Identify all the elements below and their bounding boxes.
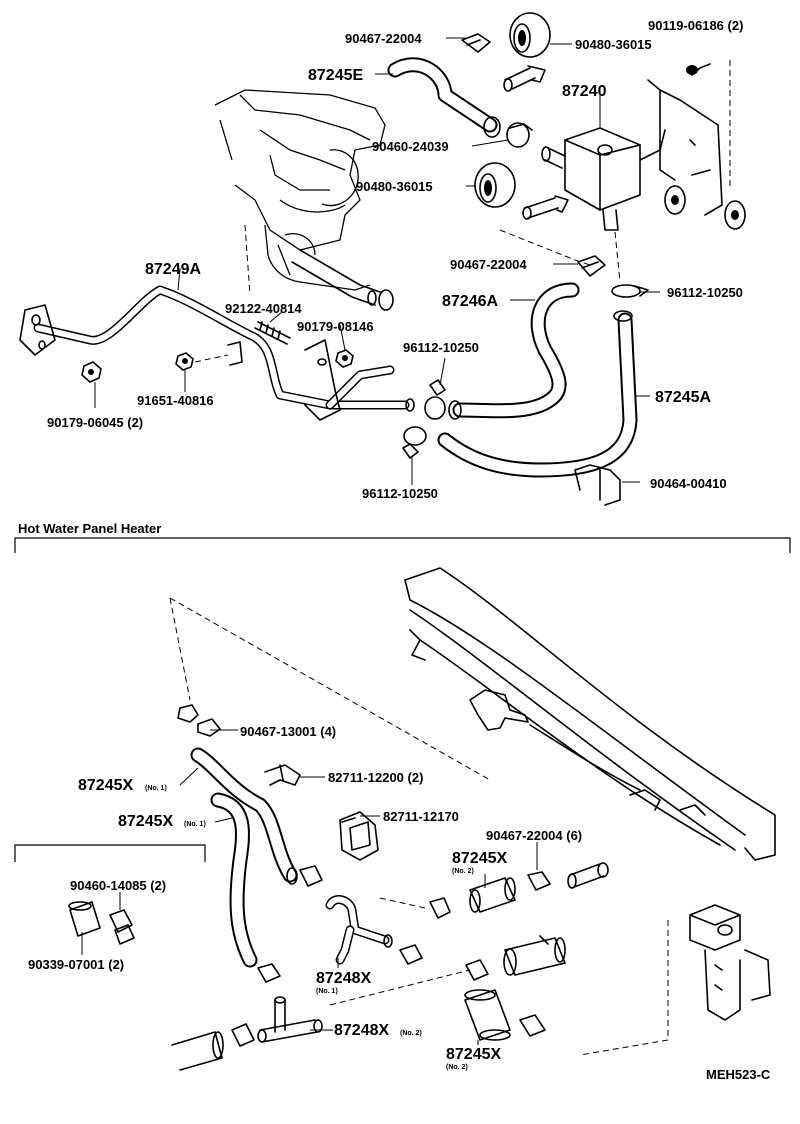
clamp-96112-10250-bottom: [402, 426, 427, 459]
hose-87246A: [448, 282, 580, 420]
bolt-90119-06186: [686, 63, 711, 76]
label-90179-08146: 90179-08146: [297, 319, 374, 334]
section-bracket-left: [14, 844, 206, 862]
heater-core: [689, 904, 771, 1021]
connector-stub-upper: [567, 862, 609, 889]
clamp-lower-right: [519, 1014, 546, 1037]
label-96112-10250-bottom: 96112-10250: [362, 486, 438, 501]
pipe-87248X-no1: [325, 895, 393, 965]
clip-82711-12200: [264, 764, 301, 786]
engine-outlet-fitting: [291, 249, 394, 311]
label-87248X-no1: 87248X: [316, 970, 371, 987]
label-90119-06186: 90119-06186 (2): [648, 18, 743, 33]
label-87245X-no1-a: 87245X: [78, 777, 133, 794]
label-87240: 87240: [562, 83, 607, 100]
clamp-lower-left: [231, 1023, 255, 1047]
label-87245A: 87245A: [655, 389, 711, 406]
pipe-87249A: [19, 285, 415, 421]
hose-87245X-no2-upper: [469, 877, 516, 913]
pipe-stub-mid: [522, 195, 569, 220]
label-87248X-no2-sub: (No. 2): [400, 1030, 422, 1037]
hose-87245X-no2-lower: [464, 989, 511, 1041]
label-90467-13001: 90467-13001 (4): [240, 724, 336, 739]
clamp-90460-24039: [506, 122, 533, 148]
label-96112-10250-right: 96112-10250: [667, 285, 743, 300]
clamp-90467-22004-top: [461, 33, 491, 53]
label-87245X-no1-b: 87245X: [118, 813, 173, 830]
label-90179-06045: 90179-06045 (2): [47, 415, 143, 430]
label-87248X-no2: 87248X: [334, 1022, 389, 1039]
label-96112-10250-mid: 96112-10250: [403, 340, 479, 355]
label-87245E: 87245E: [308, 67, 363, 84]
label-82711-12170: 82711-12170: [383, 809, 459, 824]
label-90467-22004-mid: 90467-22004: [450, 257, 527, 272]
tube-90339-07001: [68, 901, 101, 937]
grommet-90480-36015-top: [509, 12, 551, 58]
clamp-90467-22004-mid: [577, 255, 606, 277]
label-90460-24039: 90460-24039: [372, 139, 449, 154]
label-87245X-no2-b: 87245X: [446, 1046, 501, 1063]
clamp-hose-ends-bottom: [257, 865, 323, 983]
hose-87245E: [387, 57, 501, 138]
label-92122-40814: 92122-40814: [225, 301, 302, 316]
leader-lines-top: [94, 37, 660, 485]
hose-87245A: [437, 310, 638, 478]
clamp-87248X-side: [399, 944, 423, 965]
clamp-96112-10250-right: [611, 284, 649, 298]
valve-87240: [541, 127, 666, 231]
hose-87245X-no1: [190, 747, 298, 968]
clamp-96112-10250-mid: [424, 379, 446, 420]
label-87245X-no2-a: 87245X: [452, 850, 507, 867]
grommet-90480-36015-mid: [474, 162, 516, 208]
label-90467-22004-6: 90467-22004 (6): [486, 828, 582, 843]
bolt-91651-40816: [175, 352, 194, 371]
label-91651-40816: 91651-40816: [137, 393, 214, 408]
clip-90464-00410: [574, 464, 621, 506]
section-bracket-main: [14, 537, 791, 553]
valve-bracket: [647, 79, 746, 230]
clamp-90467-22004-bottom: [429, 871, 551, 919]
engine-block-outline: [214, 89, 386, 296]
label-87245X-no2-a-sub: (No. 2): [452, 868, 474, 875]
label-87245X-no1-a-sub: (No. 1): [145, 785, 167, 792]
clamp-lower-mid: [465, 959, 489, 981]
label-87245X-no1-b-sub: (No. 1): [184, 821, 206, 828]
hose-87245X-large: [503, 935, 566, 976]
nut-90179-08146: [335, 349, 354, 368]
nut-90179-06045: [81, 361, 102, 383]
label-90460-14085: 90460-14085 (2): [70, 878, 166, 893]
part-labels: 90467-22004 90480-36015 90119-06186 (2) …: [18, 18, 771, 1082]
section-title: Hot Water Panel Heater: [18, 521, 161, 536]
label-82711-12200: 82711-12200 (2): [328, 770, 423, 785]
leader-lines-bottom: [81, 729, 538, 1045]
fastener-90460-14085: [109, 909, 135, 945]
hose-end-left: [171, 1031, 224, 1071]
label-90464-00410: 90464-00410: [650, 476, 727, 491]
label-90480-36015-mid: 90480-36015: [356, 179, 433, 194]
label-87246A: 87246A: [442, 293, 498, 310]
label-87245X-no2-b-sub: (No. 2): [446, 1064, 468, 1071]
clamp-90467-13001: [177, 704, 221, 737]
stud-92122-40814: [254, 321, 291, 345]
label-90339-07001: 90339-07001 (2): [28, 957, 124, 972]
dashboard-panel: [404, 567, 776, 861]
clip-82711-12170: [339, 811, 379, 861]
label-90480-36015-top: 90480-36015: [575, 37, 652, 52]
label-87248X-no1-sub: (No. 1): [316, 988, 338, 995]
label-87249A: 87249A: [145, 261, 201, 278]
diagram-code: MEH523-C: [706, 1067, 771, 1082]
pipe-stub-top: [503, 65, 546, 92]
pipe-87248X-no2: [257, 996, 323, 1043]
label-90467-22004-top: 90467-22004: [345, 31, 422, 46]
